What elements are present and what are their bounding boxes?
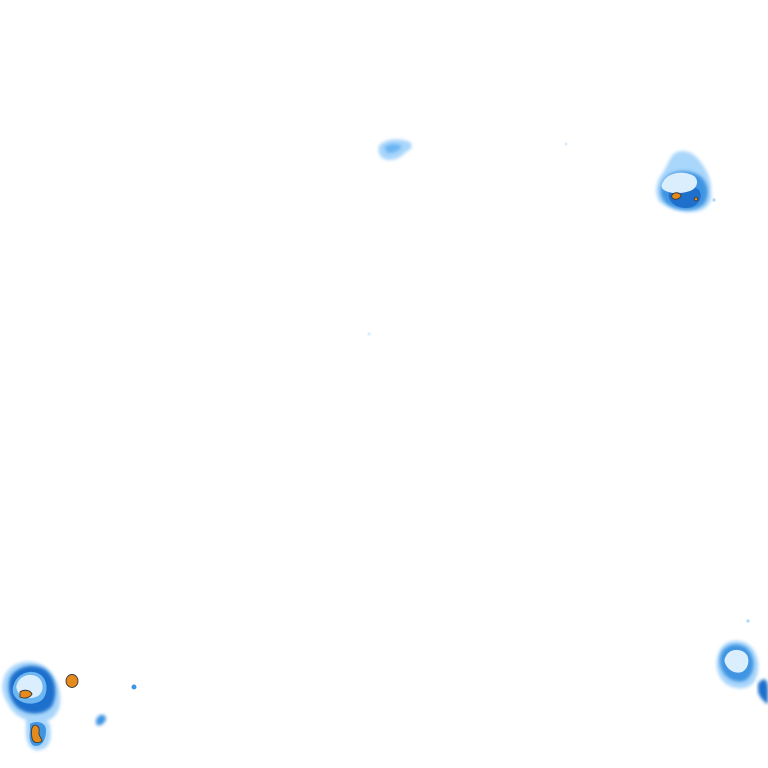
precip-cell-north-central bbox=[378, 139, 412, 160]
precip-cell-northeast bbox=[656, 151, 716, 212]
heavy-core bbox=[671, 192, 682, 200]
precip-speck bbox=[564, 142, 568, 146]
precip-speck bbox=[367, 332, 371, 336]
precip-cell-southeast bbox=[716, 619, 768, 704]
precip-cell-southwest bbox=[2, 661, 137, 751]
